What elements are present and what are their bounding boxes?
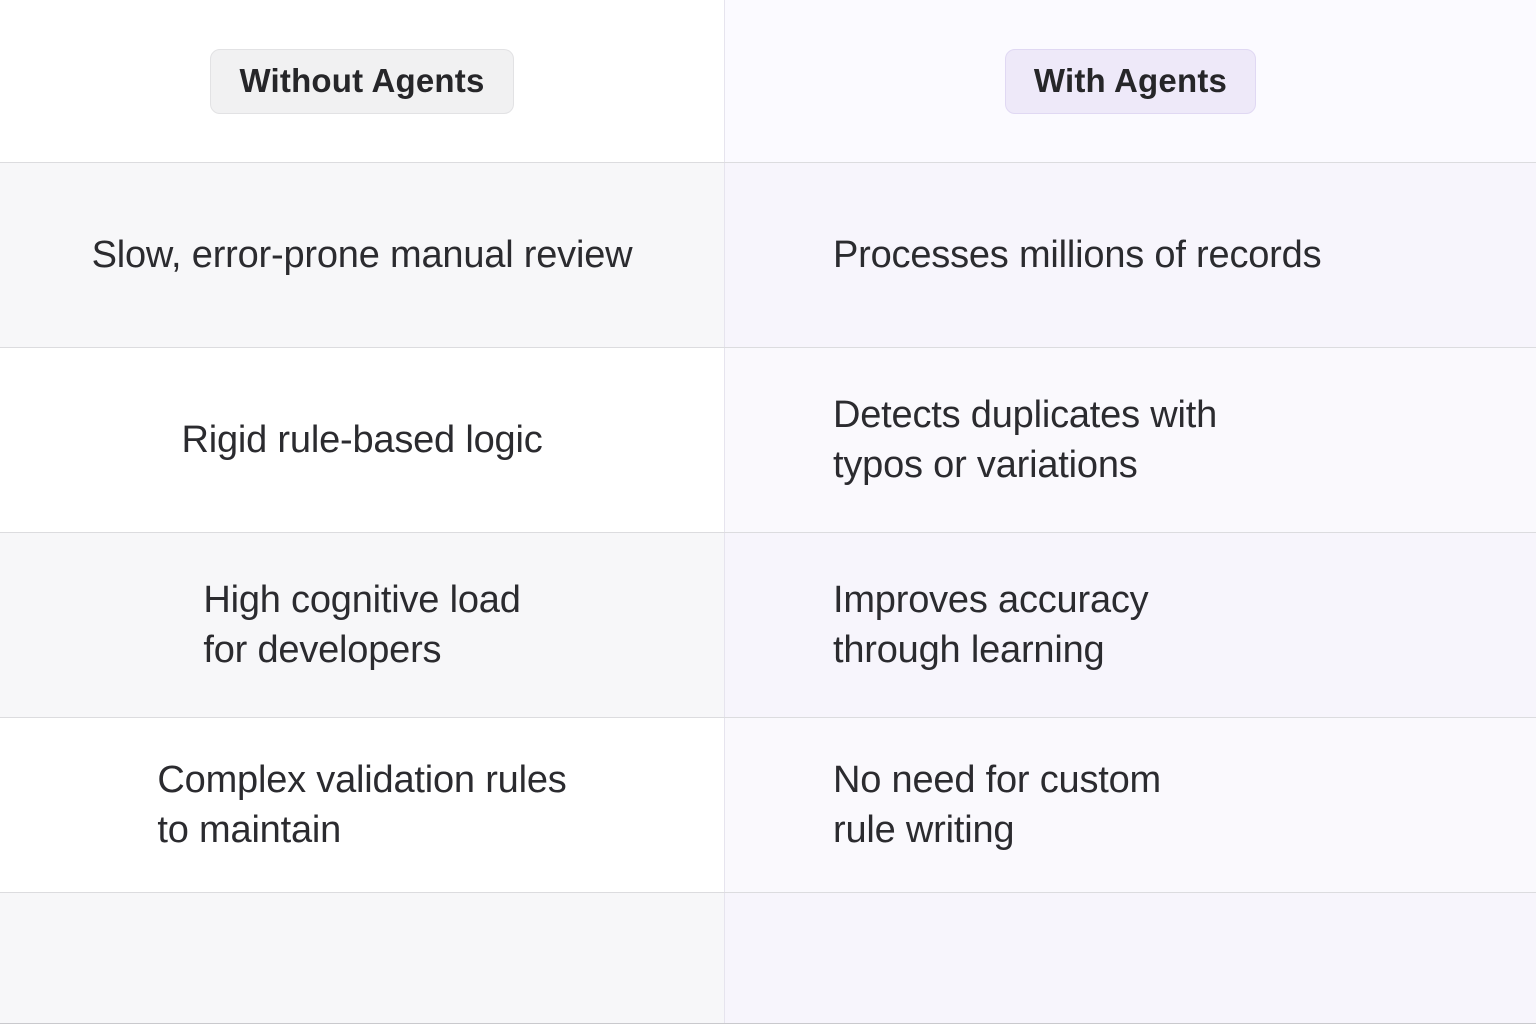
- cell-text: Rigid rule-based logic: [181, 418, 543, 461]
- table-cell-without-agents: Slow, error-prone manual review: [0, 163, 725, 347]
- table-row: High cognitive load for developers Impro…: [0, 533, 1536, 718]
- table-cell-without-agents: High cognitive load for developers: [0, 533, 725, 717]
- header-cell-without-agents: Without Agents: [0, 0, 725, 162]
- table-body: Slow, error-prone manual review Processe…: [0, 163, 1536, 1024]
- table-cell-without-agents: [0, 893, 725, 1023]
- cell-text: Detects duplicates with typos or variati…: [833, 393, 1218, 486]
- table-cell-with-agents: Processes millions of records: [725, 163, 1536, 347]
- header-cell-with-agents: With Agents: [725, 0, 1536, 162]
- cell-text: High cognitive load for developers: [203, 578, 521, 671]
- cell-text: Slow, error-prone manual review: [91, 233, 633, 276]
- table-cell-without-agents: Complex validation rules to maintain: [0, 718, 725, 892]
- table-cell-with-agents: Detects duplicates with typos or variati…: [725, 348, 1536, 532]
- cell-text: Processes millions of records: [833, 233, 1322, 276]
- table-row-empty: [0, 893, 1536, 1024]
- table-cell-without-agents: Rigid rule-based logic: [0, 348, 725, 532]
- table-row: Rigid rule-based logic Detects duplicate…: [0, 348, 1536, 533]
- column-header-badge-with-agents: With Agents: [1004, 48, 1257, 114]
- table-header-row: Without Agents With Agents: [0, 0, 1536, 163]
- cell-text: Complex validation rules to maintain: [157, 758, 567, 851]
- table-cell-with-agents: No need for custom rule writing: [725, 718, 1536, 892]
- table-cell-with-agents: Improves accuracy through learning: [725, 533, 1536, 717]
- column-header-badge-without-agents: Without Agents: [210, 48, 514, 114]
- table-row: Slow, error-prone manual review Processe…: [0, 163, 1536, 348]
- table-cell-with-agents: [725, 893, 1536, 1023]
- cell-text: Improves accuracy through learning: [833, 578, 1149, 671]
- cell-text: No need for custom rule writing: [833, 758, 1162, 851]
- table-row: Complex validation rules to maintain No …: [0, 718, 1536, 893]
